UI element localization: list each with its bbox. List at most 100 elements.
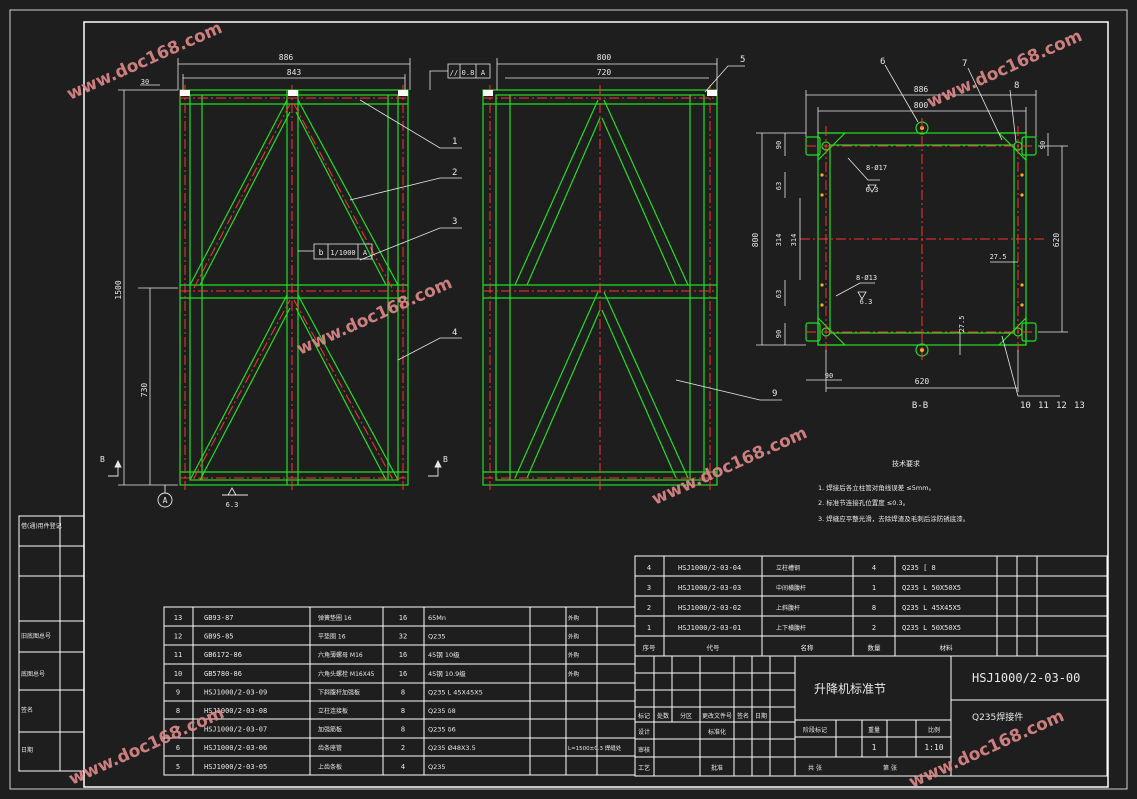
bom-left-qty: 16 (399, 651, 407, 659)
balloon-2: 2 (452, 168, 457, 178)
bom-left-mat: Q235 (428, 633, 446, 641)
dim-720-side: 720 (597, 68, 612, 77)
drawing-number: HSJ1000/2-03-00 (972, 671, 1080, 685)
bom-hdr-mat: 材料 (940, 643, 954, 652)
tb-row-1: 处数 (657, 712, 669, 720)
strip-label-0: 借(通)用件登记 (21, 522, 62, 530)
tb-scale: 比例 (928, 726, 940, 734)
dim-63a-plan: 63 (775, 182, 783, 190)
bom-right-mat: Q235 L 50X50X5 (902, 624, 961, 632)
strip-label-1: 旧底图总号 (21, 632, 51, 640)
bom-left-note: 外购 (568, 651, 580, 659)
tb-row-4: 签名 (737, 712, 749, 720)
bom-left-seq: 12 (174, 633, 182, 641)
bom-right-name: 上斜腹杆 (776, 604, 800, 612)
dim-800v-plan: 800 (751, 233, 760, 248)
tb-stage: 阶段标记 (803, 726, 827, 734)
bom-left-name: 下斜腹杆加强板 (318, 688, 360, 696)
bom-left-mat: Q235 (428, 763, 446, 771)
bom-left-code: HSJ1000/2-03-08 (204, 707, 267, 715)
bom-right-seq: 1 (647, 624, 651, 632)
watermark-2: www.doc168.com (294, 273, 455, 360)
bom-left-code: HSJ1000/2-03-09 (204, 688, 267, 696)
bom-left-mat: 45钢 10.9级 (428, 669, 466, 678)
bom-left-qty: 8 (401, 688, 405, 696)
tb-sheet2: 第 张 (883, 764, 897, 772)
technical-notes: 技术要求 1. 焊接后各立柱管对角线误差 ≤5mm。 2. 标准节连接孔位置度 … (818, 459, 969, 523)
bom-right-qty: 8 (872, 604, 876, 612)
datum-a: A (163, 496, 168, 505)
bom-left-seq: 7 (176, 726, 180, 734)
tb-row-5: 日期 (755, 712, 767, 720)
bom-left-code: GB95-85 (204, 633, 234, 641)
balloon-5: 5 (740, 55, 745, 65)
bom-left-name: 平垫圈 16 (318, 633, 346, 641)
section-marker-right: B (443, 455, 448, 464)
balloon-12: 12 (1056, 401, 1067, 411)
bom-left-code: GB5780-86 (204, 670, 242, 678)
dim-275b-plan: 27.5 (958, 316, 966, 333)
bom-left-seq: 8 (176, 707, 180, 715)
note-2: 2. 标准节连接孔位置度 ≤0.3。 (818, 498, 909, 507)
bom-hdr-qty: 数量 (868, 643, 882, 652)
plan-view: 886 800 800 620 620 90 90 90 90 63 63 31… (751, 57, 1085, 411)
balloon-8: 8 (1014, 81, 1019, 91)
bom-left-seq: 9 (176, 688, 180, 696)
dim-886-front: 886 (279, 53, 294, 62)
roughness-front: 6.3 (226, 501, 239, 509)
bom-left-note: 外购 (568, 633, 580, 641)
bom-left-note: 外购 (568, 670, 580, 678)
bom-left-qty: 4 (401, 763, 405, 771)
tb-row-2: 分区 (680, 712, 692, 720)
bom-right-name: 立柱槽钢 (776, 564, 800, 572)
tb-weight: 重量 (868, 726, 880, 734)
dim-30-front: 30 (141, 78, 149, 86)
bom-right-code: HSJ1000/2-03-03 (678, 584, 741, 592)
tb-approve: 批准 (711, 764, 723, 772)
bom-left-mat: Q235 δ6 (428, 726, 456, 734)
bom-left-code: HSJ1000/2-03-05 (204, 763, 267, 771)
dim-1500-front: 1500 (114, 280, 123, 299)
bom-right-code: HSJ1000/2-03-04 (678, 564, 741, 572)
bom-left-code: GB93-87 (204, 614, 234, 622)
front-view: 886 843 30 1500 730 // 0.8 A b 1/1000 A (100, 53, 491, 509)
bom-right-qty: 2 (872, 624, 876, 632)
bom-left-mat: Q235 L 45X45X5 (428, 688, 483, 696)
balloon-11: 11 (1038, 401, 1049, 411)
bom-right-code: HSJ1000/2-03-02 (678, 604, 741, 612)
tb-sheet: 共 张 (808, 764, 822, 772)
dim-620h-plan: 620 (915, 377, 930, 386)
roughness-plan-2: 6.3 (860, 298, 873, 306)
bom-left-qty: 16 (399, 670, 407, 678)
bom-left-seq: 6 (176, 744, 180, 752)
bom-left-mat: Q235 Ø48X3.5 (428, 744, 476, 752)
bom-right-seq: 4 (647, 564, 651, 572)
bom-left-seq: 5 (176, 763, 180, 771)
tol-perp-sym: b (319, 248, 324, 257)
bom-left-code: HSJ1000/2-03-07 (204, 726, 267, 734)
bom-left-name: 弹簧垫圈 16 (318, 614, 352, 622)
holes-mid-label: 8-Ø13 (856, 274, 877, 282)
holes-top-label: 8-Ø17 (866, 164, 887, 172)
roughness-plan-1: 6.3 (866, 186, 879, 194)
tb-row-3: 更改文件号 (702, 712, 732, 720)
bom-hdr-name: 名称 (801, 643, 815, 652)
section-label: B-B (912, 401, 928, 411)
bom-left-mat: 45钢 10级 (428, 650, 460, 659)
bom-left-name: 六角薄螺母 M16 (318, 651, 363, 659)
bom-left-note: 外购 (568, 614, 580, 622)
bom-left-table (163, 606, 636, 776)
tol-perp-val: 1/1000 (330, 249, 355, 257)
bom-right-name: 上下横腹杆 (776, 624, 806, 632)
dim-314b-plan: 314 (790, 234, 798, 247)
bom-left-name: 上齿条板 (318, 763, 342, 771)
bom-right-name: 中间横腹杆 (776, 584, 806, 592)
bom-left-seq: 11 (174, 651, 182, 659)
dim-730-front: 730 (140, 383, 149, 398)
watermark-4: www.doc168.com (924, 26, 1085, 113)
balloon-7: 7 (962, 59, 967, 69)
tol-perp-ref: A (363, 249, 368, 257)
